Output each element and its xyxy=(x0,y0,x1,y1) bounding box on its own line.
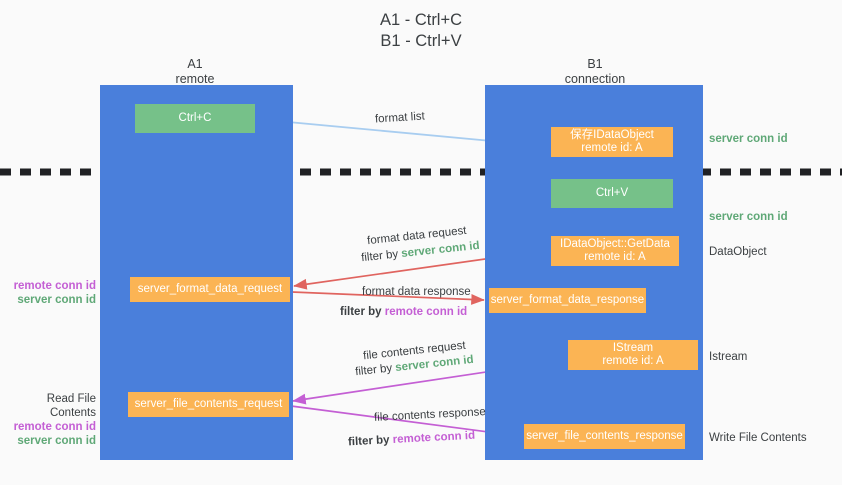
node-server-format-data-request[interactable]: server_format_data_request xyxy=(130,277,290,302)
label-server-conn-id-left-2: server conn id xyxy=(17,435,96,447)
label-server-conn-id-mid: server conn id xyxy=(709,211,788,223)
node-idataobject-getdata[interactable]: IDataObject::GetData remote id: A xyxy=(551,236,679,266)
caption-filter-remote-conn-id-1: remote conn id xyxy=(384,306,468,318)
column-header-a1: A1 remote xyxy=(175,57,215,86)
label-read-file-contents: Read File Contents xyxy=(46,393,96,419)
caption-filter-by-text-2: filter by xyxy=(340,306,385,318)
label-server-conn-id-top: server conn id xyxy=(709,133,788,145)
label-server-conn-id-left-1: server conn id xyxy=(17,294,96,306)
label-conn-ids-format: remote conn id server conn id xyxy=(8,279,96,307)
column-header-b1: B1 connection xyxy=(564,57,626,86)
node-server-format-data-response[interactable]: server_format_data_response xyxy=(489,288,646,313)
node-ctrl-v[interactable]: Ctrl+V xyxy=(551,179,673,208)
caption-format-data-response: format data response xyxy=(362,286,471,298)
node-server-file-contents-request[interactable]: server_file_contents_request xyxy=(128,392,289,417)
label-istream: Istream xyxy=(709,351,748,363)
caption-filter-remote-conn-id-2: remote conn id xyxy=(392,429,476,446)
caption-filter-by-remote-2: filter by remote conn id xyxy=(348,429,476,451)
label-remote-conn-id-1: remote conn id xyxy=(13,280,96,292)
label-conn-ids-file: Read File Contents remote conn id server… xyxy=(8,392,96,448)
label-dataobject: DataObject xyxy=(709,246,767,258)
label-write-file-contents: Write File Contents xyxy=(709,432,807,444)
node-server-file-contents-response[interactable]: server_file_contents_response xyxy=(524,424,685,449)
label-remote-conn-id-2: remote conn id xyxy=(13,421,96,433)
caption-file-contents-response: file contents response xyxy=(373,406,487,424)
node-save-idataobject[interactable]: 保存IDataObject remote id: A xyxy=(551,127,673,157)
page-title: A1 - Ctrl+C B1 - Ctrl+V xyxy=(379,11,463,50)
caption-filter-by-text-3: filter by xyxy=(354,362,396,379)
caption-filter-by-text-1: filter by xyxy=(360,248,402,265)
caption-format-list: format list xyxy=(374,110,426,126)
node-ctrl-c[interactable]: Ctrl+C xyxy=(135,104,255,133)
node-istream[interactable]: IStream remote id: A xyxy=(568,340,698,370)
caption-filter-by-text-4: filter by xyxy=(347,433,394,449)
caption-filter-by-remote-1: filter by remote conn id xyxy=(340,305,467,320)
